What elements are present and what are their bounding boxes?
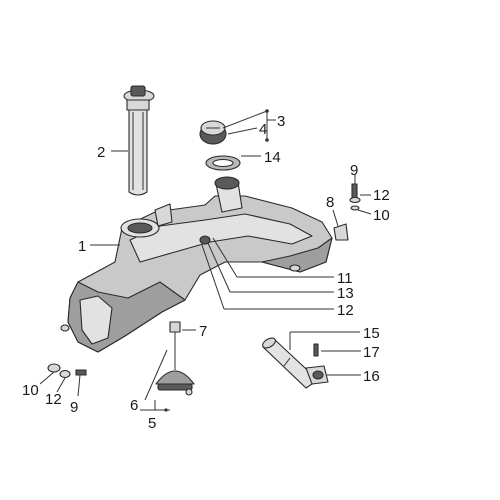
callout-9-right: 9: [350, 162, 358, 179]
callout-labels: 2 3 4 14 1 11 13 12 7 6 5 8 9 12 10 15 1…: [22, 113, 390, 432]
callout-1: 1: [78, 238, 86, 255]
callout-17: 17: [363, 344, 380, 361]
callout-2: 2: [97, 144, 105, 161]
callout-12-right: 12: [373, 187, 390, 204]
callout-3: 3: [277, 113, 285, 130]
callout-10-left: 10: [22, 382, 39, 399]
callout-4: 4: [259, 121, 267, 138]
right-bracket-icon: [333, 183, 361, 241]
callout-6: 6: [130, 397, 138, 414]
callout-16: 16: [363, 368, 380, 385]
callout-10-right: 10: [373, 207, 390, 224]
callout-5: 5: [148, 415, 156, 432]
callout-15: 15: [363, 325, 380, 342]
callout-12-left: 12: [45, 391, 62, 408]
hose-icon: [262, 337, 319, 389]
fuel-pump-icon: [123, 85, 155, 196]
hose-clamp-icon: [305, 343, 329, 385]
callout-12-center: 12: [337, 302, 354, 319]
callout-9-left: 9: [70, 399, 78, 416]
callout-7: 7: [199, 323, 207, 340]
fuel-tank-icon: [60, 176, 333, 353]
callout-13: 13: [337, 285, 354, 302]
callout-11: 11: [337, 270, 353, 287]
filler-cap-icon: [199, 120, 227, 145]
left-fasteners-icon: [47, 363, 87, 379]
leader-lines: [39, 109, 372, 412]
fuel-level-sender-icon: [155, 321, 195, 396]
callout-14: 14: [264, 149, 281, 166]
callout-8: 8: [326, 194, 334, 211]
filler-seal-ring-icon: [205, 155, 241, 171]
